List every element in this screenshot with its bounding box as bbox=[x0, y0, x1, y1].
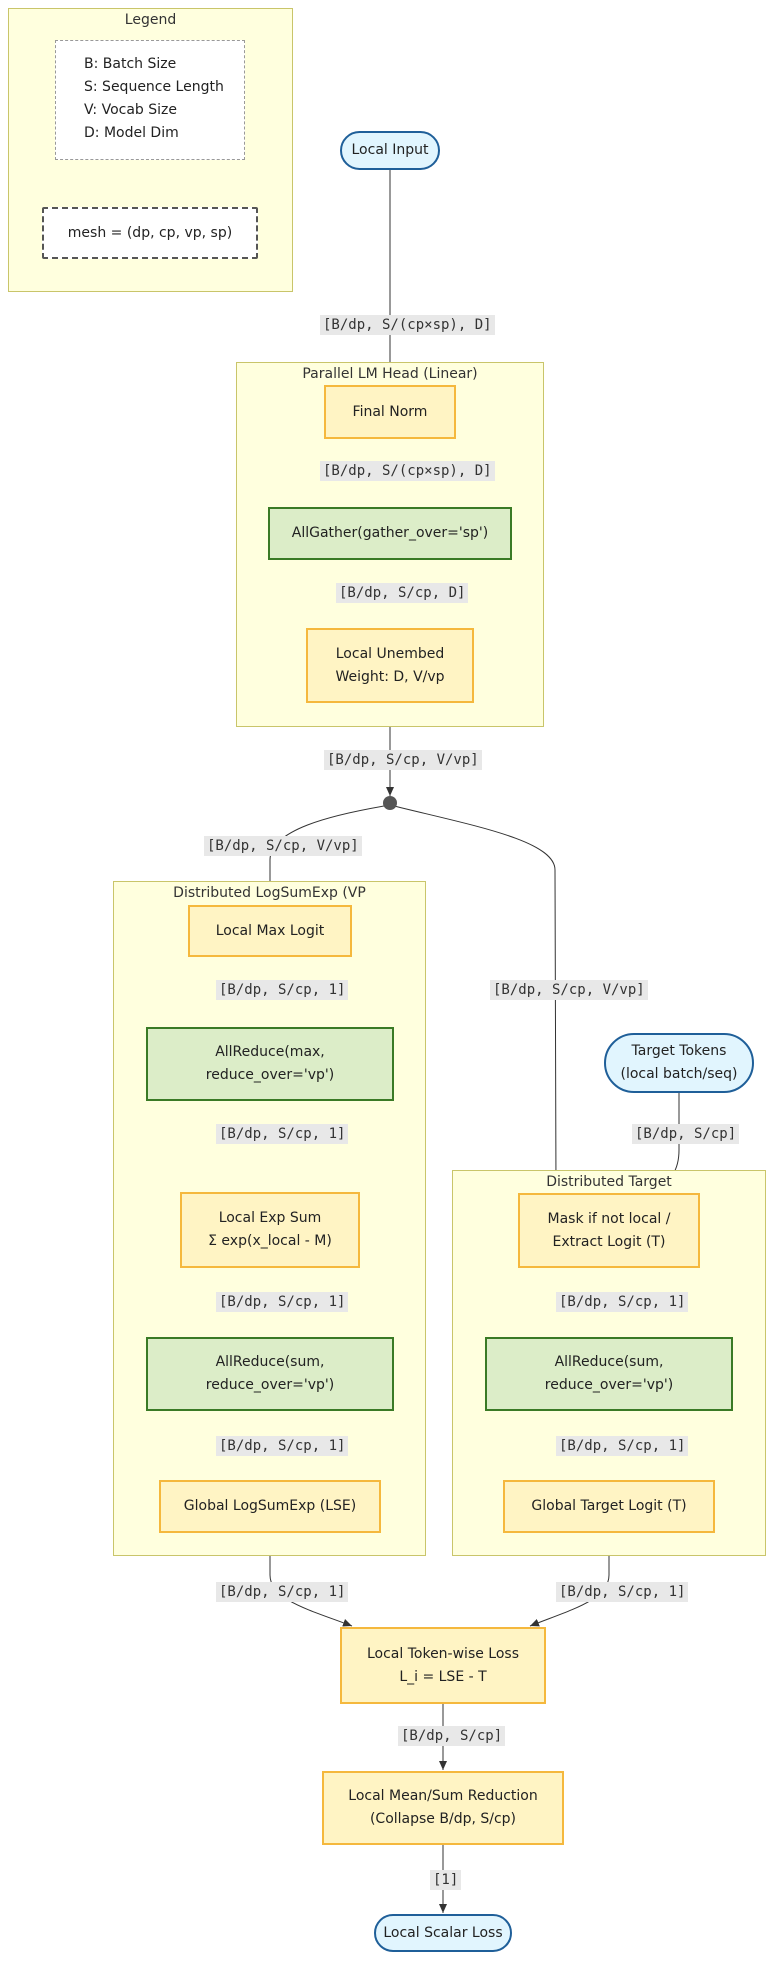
edge-label-allreduce-to-lse: [B/dp, S/cp, 1] bbox=[216, 1436, 349, 1456]
edge-label-tokens-to-mask: [B/dp, S/cp] bbox=[632, 1124, 740, 1144]
local-unembed-node: Local Unembed Weight: D, V/vp bbox=[306, 628, 474, 703]
edge-label-lse-to-loss: [B/dp, S/cp, 1] bbox=[216, 1582, 349, 1602]
local-exp-sum-node: Local Exp Sum Σ exp(x_local - M) bbox=[180, 1192, 360, 1268]
target-tokens-node: Target Tokens (local batch/seq) bbox=[604, 1033, 754, 1093]
legend-item-batch: B: Batch Size bbox=[84, 56, 177, 72]
edge-split-to-mask bbox=[389, 804, 560, 1193]
global-logsumexp-node: Global LogSumExp (LSE) bbox=[159, 1480, 381, 1533]
legend-item-vocab: V: Vocab Size bbox=[84, 102, 178, 118]
edge-label-expsum-to-allreduce: [B/dp, S/cp, 1] bbox=[216, 1292, 349, 1312]
legend-mesh: mesh = (dp, cp, vp, sp) bbox=[42, 207, 258, 259]
edge-label-unembed-to-split: [B/dp, S/cp, V/vp] bbox=[324, 750, 482, 770]
global-target-logit-node: Global Target Logit (T) bbox=[503, 1480, 715, 1533]
allgather-node: AllGather(gather_over='sp') bbox=[268, 507, 512, 560]
edge-label-loss-to-reduction: [B/dp, S/cp] bbox=[398, 1726, 506, 1746]
local-max-logit-node: Local Max Logit bbox=[188, 905, 352, 957]
allreduce-sum-target-node: AllReduce(sum, reduce_over='vp') bbox=[485, 1337, 733, 1411]
legend-item-sequence: S: Sequence Length bbox=[84, 79, 224, 95]
edge-label-allreduce-to-expsum: [B/dp, S/cp, 1] bbox=[216, 1124, 349, 1144]
token-loss-node: Local Token-wise Loss L_i = LSE - T bbox=[340, 1627, 546, 1704]
legend-dimensions-box: B: Batch Size S: Sequence Length V: Voca… bbox=[55, 40, 245, 160]
edge-label-allreduce-to-target: [B/dp, S/cp, 1] bbox=[556, 1436, 689, 1456]
split-junction bbox=[383, 796, 397, 810]
cluster-target-title: Distributed Target bbox=[546, 1174, 672, 1190]
edge-label-target-to-loss: [B/dp, S/cp, 1] bbox=[556, 1582, 689, 1602]
edge-label-input-to-norm: [B/dp, S/(cp×sp), D] bbox=[320, 315, 495, 335]
edge-label-mask-to-allreduce: [B/dp, S/cp, 1] bbox=[556, 1292, 689, 1312]
legend-item-model-dim: D: Model Dim bbox=[84, 125, 179, 141]
legend-title: Legend bbox=[124, 12, 177, 28]
mask-extract-node: Mask if not local / Extract Logit (T) bbox=[518, 1193, 700, 1268]
mean-sum-reduction-node: Local Mean/Sum Reduction (Collapse B/dp,… bbox=[322, 1771, 564, 1845]
local-input-node: Local Input bbox=[340, 131, 440, 170]
allreduce-sum-lse-node: AllReduce(sum, reduce_over='vp') bbox=[146, 1337, 394, 1411]
cluster-lse-title: Distributed LogSumExp (VP bbox=[173, 885, 366, 901]
final-norm-node: Final Norm bbox=[324, 385, 456, 439]
allreduce-max-node: AllReduce(max, reduce_over='vp') bbox=[146, 1027, 394, 1101]
cluster-lm-head-title: Parallel LM Head (Linear) bbox=[302, 366, 478, 382]
edge-label-reduction-to-scalar: [1] bbox=[430, 1870, 462, 1890]
edge-label-norm-to-gather: [B/dp, S/(cp×sp), D] bbox=[320, 461, 495, 481]
edge-label-max-to-allreduce: [B/dp, S/cp, 1] bbox=[216, 980, 349, 1000]
local-scalar-loss-node: Local Scalar Loss bbox=[374, 1914, 512, 1952]
edge-label-split-to-max: [B/dp, S/cp, V/vp] bbox=[204, 836, 362, 856]
edge-label-split-to-mask: [B/dp, S/cp, V/vp] bbox=[490, 980, 648, 1000]
edge-label-gather-to-unembed: [B/dp, S/cp, D] bbox=[336, 583, 469, 603]
